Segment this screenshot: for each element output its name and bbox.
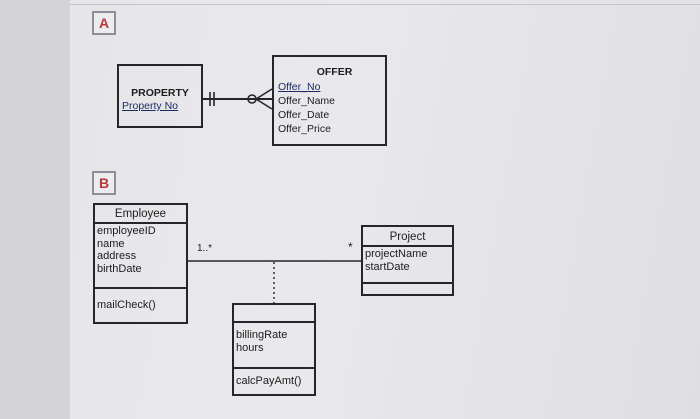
- project-class-name: Project: [389, 231, 426, 243]
- project-attributes: projectName startDate: [365, 248, 427, 273]
- employee-class: Employee employeeID name address birthDa…: [93, 203, 188, 324]
- multiplicity-project-side: *: [348, 240, 353, 254]
- employee-attributes: employeeID name address birthDate: [97, 225, 156, 275]
- employee-attribute: name: [97, 237, 125, 250]
- association-operation: calcPayAmt(): [236, 375, 302, 387]
- association-attributes: billingRate hours: [236, 329, 287, 354]
- multiplicity-employee-side: 1..*: [197, 243, 213, 254]
- employee-operations: mailCheck(): [97, 299, 156, 312]
- association-operations: calcPayAmt(): [236, 375, 301, 388]
- employee-operation: mailCheck(): [97, 299, 156, 311]
- employee-attributes-divider: [95, 287, 186, 289]
- project-class: Project projectName startDate: [361, 225, 454, 296]
- employee-name-divider: [95, 222, 186, 224]
- association-attributes-divider: [234, 367, 314, 369]
- offer-title: OFFER: [316, 66, 353, 78]
- offer-attribute: Offer_Price: [278, 123, 331, 135]
- property-key-attribute: Property No: [122, 100, 179, 112]
- employee-attribute: birthDate: [97, 262, 142, 275]
- project-attribute: projectName: [365, 248, 428, 260]
- association-attribute: billingRate: [236, 329, 288, 341]
- association-class: billingRate hours calcPayAmt(): [232, 303, 316, 396]
- offer-entity: OFFER Offer_No Offer_Name Offer_Date Off…: [272, 55, 387, 146]
- offer-attribute: Offer_Name: [278, 95, 335, 107]
- section-a-label: A: [92, 11, 116, 35]
- project-name-divider: [363, 245, 452, 247]
- crowfoot-upper: [255, 88, 273, 100]
- project-attributes-divider: [363, 282, 452, 284]
- project-attribute: startDate: [365, 260, 410, 273]
- zero-mark: [247, 94, 257, 104]
- association-attribute: hours: [236, 341, 264, 354]
- property-entity: PROPERTY Property No: [117, 64, 203, 128]
- offer-attribute: Offer_No: [278, 81, 321, 93]
- crowfoot-lower: [255, 98, 273, 110]
- offer-attribute: Offer_Date: [278, 109, 330, 121]
- association-name-divider: [234, 321, 314, 323]
- employee-attribute: employeeID: [97, 225, 156, 237]
- property-title: PROPERTY: [131, 87, 189, 99]
- page-top-rule: [70, 4, 700, 5]
- section-b-label: B: [92, 171, 116, 195]
- employee-class-name: Employee: [114, 208, 167, 220]
- employee-attribute: address: [97, 250, 137, 262]
